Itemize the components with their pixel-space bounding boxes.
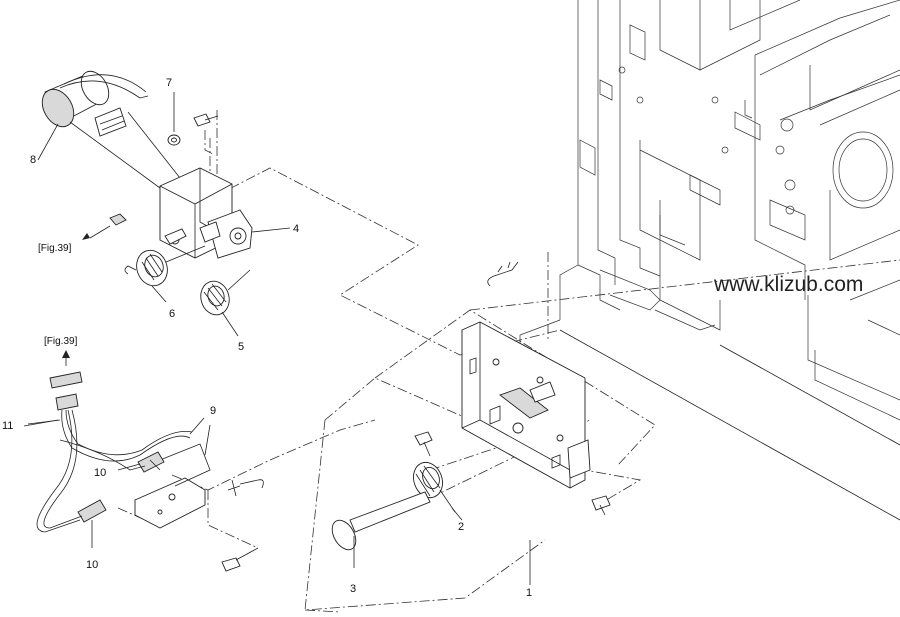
chassis-frame bbox=[519, 0, 900, 421]
callout-6: 6 bbox=[169, 308, 175, 320]
bracket-assembly-part-4 bbox=[159, 167, 291, 259]
sensor-bracket-part-9 bbox=[134, 424, 211, 529]
callout-4: 4 bbox=[293, 223, 299, 235]
sensor-lower-part-10 bbox=[77, 499, 107, 548]
callout-3: 3 bbox=[350, 583, 356, 595]
screw-mid bbox=[414, 431, 433, 457]
collar-part-7 bbox=[167, 92, 181, 146]
callout-5: 5 bbox=[238, 341, 244, 353]
screw-bottom bbox=[221, 547, 259, 572]
figure-references: [Fig.39] [Fig.39] bbox=[38, 243, 78, 347]
fig-ref-top: [Fig.39] bbox=[38, 243, 72, 254]
spring-lower bbox=[227, 479, 264, 497]
watermark-text: www.klizub.com bbox=[713, 273, 863, 296]
screw-lower-right bbox=[591, 495, 611, 516]
motor-part-8 bbox=[41, 70, 181, 189]
spring-clip bbox=[487, 261, 519, 287]
connector-block bbox=[82, 213, 127, 240]
callout-1: 1 bbox=[526, 587, 532, 599]
callout-8: 8 bbox=[30, 154, 36, 166]
gear-part-5 bbox=[200, 269, 251, 337]
callout-11: 11 bbox=[2, 420, 13, 432]
plate-assembly-part-1 bbox=[461, 321, 591, 489]
gear-part-2 bbox=[413, 461, 456, 513]
callout-9: 9 bbox=[210, 405, 216, 417]
callout-2: 2 bbox=[458, 521, 464, 533]
callout-10-upper: 10 bbox=[94, 467, 106, 479]
callout-labels: 1 2 3 4 5 6 7 8 9 10 10 11 bbox=[2, 77, 532, 599]
gear-part-6 bbox=[124, 245, 206, 303]
shaft-part-3 bbox=[331, 491, 431, 568]
screw-top bbox=[193, 113, 219, 127]
fig-ref-left: [Fig.39] bbox=[44, 336, 78, 347]
callout-10-lower: 10 bbox=[86, 559, 98, 571]
sensor-upper-part-10 bbox=[137, 451, 165, 473]
callout-7: 7 bbox=[166, 77, 172, 89]
leader-lines bbox=[27, 123, 531, 585]
wire-harness-part-11 bbox=[23, 350, 193, 533]
